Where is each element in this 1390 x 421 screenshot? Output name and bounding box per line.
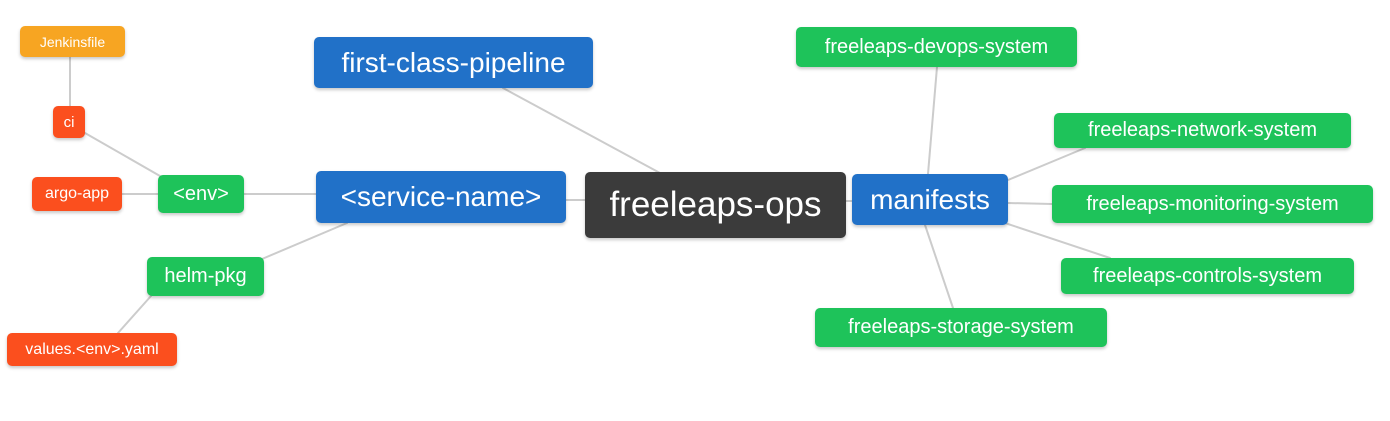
node-freeleaps-monitoring-system[interactable]: freeleaps-monitoring-system <box>1052 185 1373 223</box>
node-freeleaps-storage-system[interactable]: freeleaps-storage-system <box>815 308 1107 347</box>
node-freeleaps-devops-system[interactable]: freeleaps-devops-system <box>796 27 1077 67</box>
edge-manifests-to-freeleaps-controls-system <box>1004 222 1111 259</box>
node-freeleaps-ops[interactable]: freeleaps-ops <box>585 172 846 238</box>
node-argo-app[interactable]: argo-app <box>32 177 122 211</box>
edge-manifests-to-freeleaps-monitoring-system <box>1007 202 1053 205</box>
node-service-name[interactable]: <service-name> <box>316 171 566 223</box>
edge-service-name-to-helm-pkg <box>261 222 348 260</box>
node-ci[interactable]: ci <box>53 106 85 138</box>
node-manifests[interactable]: manifests <box>852 174 1008 225</box>
edge-helm-pkg-to-values-env-yaml <box>117 295 152 334</box>
node-env[interactable]: <env> <box>158 175 244 213</box>
edge-ci-to-env <box>84 132 161 177</box>
node-helm-pkg[interactable]: helm-pkg <box>147 257 264 296</box>
edge-first-class-pipeline-to-freeleaps-ops <box>502 87 661 174</box>
edge-manifests-to-freeleaps-devops-system <box>927 66 938 175</box>
edge-manifests-to-freeleaps-storage-system <box>924 224 954 309</box>
node-first-class-pipeline[interactable]: first-class-pipeline <box>314 37 593 88</box>
node-freeleaps-network-system[interactable]: freeleaps-network-system <box>1054 113 1351 148</box>
node-values-env-yaml[interactable]: values.<env>.yaml <box>7 333 177 366</box>
edge-manifests-to-freeleaps-network-system <box>1007 147 1086 181</box>
node-jenkinsfile[interactable]: Jenkinsfile <box>20 26 125 57</box>
node-freeleaps-controls-system[interactable]: freeleaps-controls-system <box>1061 258 1354 294</box>
